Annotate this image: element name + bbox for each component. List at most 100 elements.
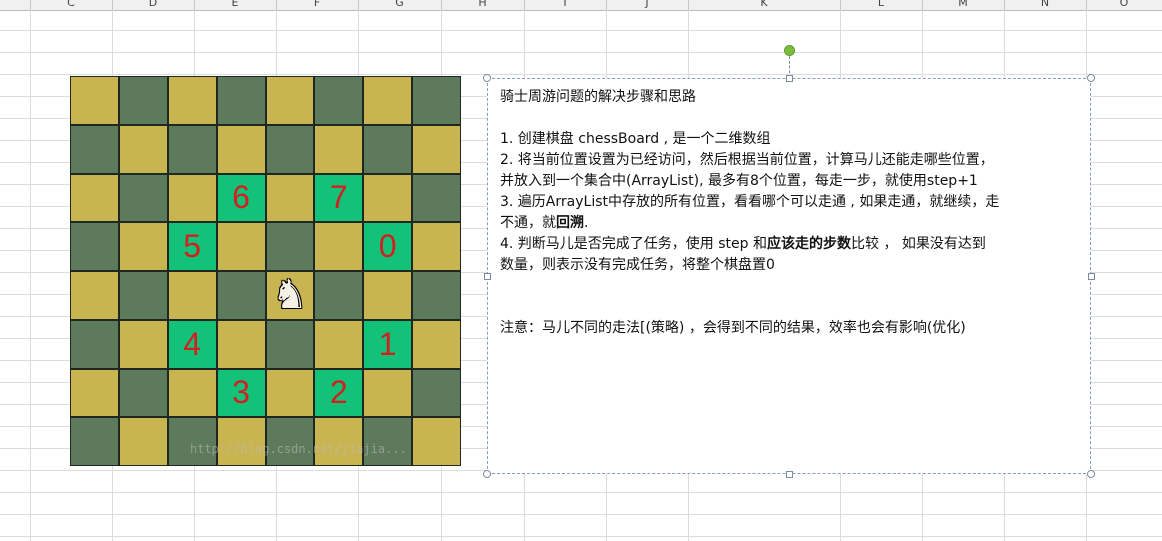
resize-handle-right[interactable] — [1088, 273, 1095, 280]
board-square — [314, 417, 364, 466]
board-square — [363, 76, 413, 125]
board-square — [216, 417, 266, 466]
board-square — [314, 76, 364, 125]
resize-handle-bottom[interactable] — [786, 471, 793, 478]
column-header-l[interactable]: L — [877, 0, 885, 9]
text-note: 注意：马儿不同的走法[(策略) ，会得到不同的结果，效率也会有影响(优化) — [500, 320, 966, 336]
board-square — [412, 124, 461, 174]
board-square — [265, 319, 315, 369]
column-header-d[interactable]: D — [148, 0, 158, 9]
board-square — [118, 124, 168, 174]
grid-column-line — [30, 10, 31, 541]
board-square — [265, 222, 315, 271]
column-separator[interactable] — [30, 0, 31, 10]
column-header-g[interactable]: G — [395, 0, 404, 9]
resize-handle-left[interactable] — [484, 273, 491, 280]
column-header-j[interactable]: J — [645, 0, 649, 9]
column-header-k[interactable]: K — [760, 0, 768, 9]
resize-handle-top-left[interactable] — [483, 74, 491, 82]
column-header-o[interactable]: O — [1119, 0, 1129, 9]
resize-handle-bottom-left[interactable] — [483, 470, 491, 478]
board-square — [363, 222, 413, 271]
column-header-h[interactable]: H — [478, 0, 487, 9]
board-square — [265, 173, 315, 223]
column-separator[interactable] — [1004, 0, 1005, 10]
text-step-1: 1. 创建棋盘 chessBoard , 是一个二维数组 — [500, 131, 771, 147]
text-step-4-line-1: 4. 判断马儿是否完成了任务，使用 step 和应该走的步数比较 ， 如果没有达… — [500, 234, 1085, 255]
text-step-2-line-1: 2. 将当前位置设置为已经访问，然后根据当前位置，计算马儿还能走哪些位置， — [500, 152, 994, 168]
board-square — [265, 417, 315, 466]
column-header-n[interactable]: N — [1040, 0, 1050, 9]
board-square — [314, 222, 364, 271]
grid-row-line — [0, 492, 1162, 493]
column-header-i[interactable]: I — [563, 0, 567, 9]
column-header-e[interactable]: E — [231, 0, 239, 9]
board-square — [216, 319, 266, 369]
text-step-2-line-2: 并放入到一个集合中(ArrayList), 最多有8个位置，每走一步，就使用st… — [500, 173, 978, 189]
move-number-3: 3 — [232, 374, 250, 411]
board-square — [216, 271, 266, 320]
column-header-c[interactable]: C — [67, 0, 75, 9]
board-square — [167, 417, 217, 466]
board-square — [216, 368, 266, 418]
column-separator[interactable] — [276, 0, 277, 10]
board-square — [70, 417, 119, 466]
board-square — [167, 173, 217, 223]
column-header-m[interactable]: M — [958, 0, 968, 9]
rotation-handle[interactable] — [784, 45, 795, 56]
step-3-period: . — [584, 215, 589, 231]
board-square — [265, 76, 315, 125]
board-square — [118, 173, 168, 223]
move-number-2: 2 — [329, 374, 348, 411]
board-square — [363, 417, 413, 466]
board-square — [412, 173, 461, 223]
board-square — [167, 124, 217, 174]
column-header-f[interactable]: F — [313, 0, 321, 9]
grid-row-line — [0, 52, 1162, 53]
move-number-1: 1 — [378, 325, 397, 362]
board-square — [216, 222, 266, 271]
column-separator[interactable] — [112, 0, 113, 10]
board-square — [412, 319, 461, 369]
board-square — [167, 76, 217, 125]
board-square — [412, 271, 461, 320]
column-separator[interactable] — [358, 0, 359, 10]
column-separator[interactable] — [524, 0, 525, 10]
column-separator[interactable] — [194, 0, 195, 10]
board-square — [363, 271, 413, 320]
column-separator[interactable] — [606, 0, 607, 10]
board-square — [363, 368, 413, 418]
grid-row-line — [0, 74, 1162, 75]
board-square — [216, 124, 266, 174]
column-separator[interactable] — [922, 0, 923, 10]
step-3-text: 不通，就 — [500, 215, 556, 231]
board-square — [412, 417, 461, 466]
board-square — [412, 76, 461, 125]
board-square — [265, 368, 315, 418]
column-separator[interactable] — [1086, 0, 1087, 10]
step-4-text-end: 比较 ， 如果没有达到 — [851, 236, 986, 252]
rotation-handle-line — [789, 56, 790, 78]
board-square — [118, 417, 168, 466]
column-separator[interactable] — [688, 0, 689, 10]
step-4-text: 4. 判断马儿是否完成了任务，使用 step 和 — [500, 236, 767, 252]
board-square — [167, 222, 217, 271]
board-square — [70, 271, 119, 320]
grid-row-line — [0, 30, 1162, 31]
board-square — [314, 368, 364, 418]
resize-handle-bottom-right[interactable] — [1087, 470, 1095, 478]
text-box-content[interactable]: 骑士周游问题的解决步骤和思路 1. 创建棋盘 chessBoard , 是一个二… — [500, 87, 1085, 339]
resize-handle-top-right[interactable] — [1087, 74, 1095, 82]
board-square — [167, 319, 217, 369]
board-square — [216, 173, 266, 223]
column-separator[interactable] — [441, 0, 442, 10]
board-square — [118, 368, 168, 418]
text-box[interactable]: 骑士周游问题的解决步骤和思路 1. 创建棋盘 chessBoard , 是一个二… — [487, 78, 1091, 474]
resize-handle-top[interactable] — [786, 75, 793, 82]
board-square — [70, 76, 119, 125]
board-square — [70, 222, 119, 271]
grid-row-line — [0, 536, 1162, 537]
steps-bold-text: 应该走的步数 — [767, 236, 851, 252]
column-separator[interactable] — [840, 0, 841, 10]
